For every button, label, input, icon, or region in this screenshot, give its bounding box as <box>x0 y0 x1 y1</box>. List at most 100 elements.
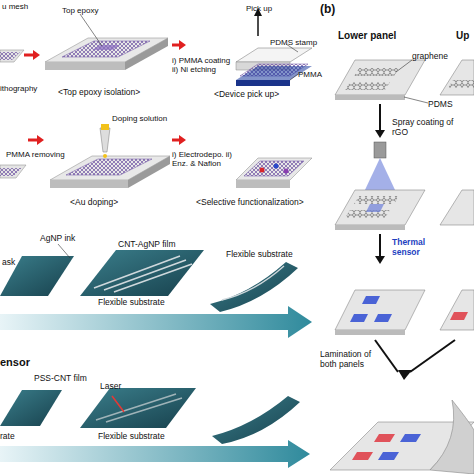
figure-label: Lamination of both panels <box>320 350 382 369</box>
top-epoxy <box>92 45 120 50</box>
pipette-tip <box>101 124 109 130</box>
au-mesh <box>66 159 152 175</box>
figure-label: Flexible substrate <box>98 298 165 308</box>
figure-label: graphene <box>412 52 448 62</box>
flexible-sheet <box>80 250 204 296</box>
substrate-slab <box>236 158 312 180</box>
figure-label: CNT-AgNP film <box>118 240 175 250</box>
cnt-agnp-electrode <box>94 256 192 292</box>
process-stage: Doping solution <Au doping> <box>44 112 172 212</box>
leader-line <box>58 244 70 258</box>
arrow-shaft <box>172 44 180 47</box>
arrow-head <box>33 50 40 60</box>
rgo-layer <box>366 204 384 212</box>
lower-panel <box>335 190 425 225</box>
flexible-sheet <box>80 388 196 428</box>
leader-line <box>404 97 428 103</box>
au-mesh <box>0 168 22 176</box>
step-arrow <box>379 104 381 132</box>
edge-label: i) PMMA coating ii) Ni etching <box>172 56 236 74</box>
arrow-shaft <box>28 139 38 142</box>
bent-sheet <box>210 262 298 312</box>
part-label: PMMA <box>298 70 322 79</box>
stage-caption: <Top epoxy isolation> <box>58 88 140 97</box>
slab-side <box>45 62 125 70</box>
au-mesh <box>0 52 20 60</box>
arrow-shaft <box>172 139 180 142</box>
process-arrow <box>28 135 44 145</box>
upper-panel <box>440 60 474 95</box>
thermal-sensor <box>352 452 373 460</box>
process-arrow <box>0 440 310 468</box>
lower-panel <box>335 290 425 330</box>
rgo-spray <box>364 158 396 192</box>
process-arrow <box>172 135 186 145</box>
flexible-sheet <box>0 256 74 296</box>
process-arrow <box>0 306 312 338</box>
process-arrow <box>24 50 40 60</box>
graphene-strip <box>354 68 399 76</box>
peeling-sheet <box>430 400 474 474</box>
thermal-sensor <box>350 314 368 322</box>
panel-side <box>335 330 405 335</box>
figure-label: Flexible substrate <box>98 432 165 442</box>
upper-panel <box>440 190 474 225</box>
arrow-head <box>398 370 412 380</box>
edge-label: i) Electrodepo. ii) Enz. & Nafion <box>172 150 236 168</box>
arrow-shaft <box>24 54 34 57</box>
arrow-head <box>37 135 44 145</box>
step-arrow <box>379 234 381 258</box>
thermal-sensor <box>374 314 392 322</box>
thermal-sensor <box>362 296 380 304</box>
spray-nozzle <box>374 142 386 158</box>
process-arrow <box>172 40 186 50</box>
process-stage: PMMA removing <box>0 112 28 212</box>
graphene-strip <box>354 196 399 204</box>
figure-label: Laser <box>100 382 121 392</box>
part-label: PMMA removing <box>6 150 65 159</box>
thermal-sensor <box>374 434 395 442</box>
leader-line <box>80 14 102 46</box>
substrate-slab <box>0 165 26 178</box>
stage-caption: <Selective functionalization> <box>196 198 304 207</box>
figure-label: Thermal sensor <box>392 238 452 257</box>
figure-label: ask <box>2 258 15 268</box>
part-label: Top epoxy <box>62 6 98 15</box>
pdms-stamp <box>236 48 312 62</box>
part-label: PDMS stamp <box>270 38 317 47</box>
stage-caption: <Au doping> <box>70 198 118 207</box>
arrow-head <box>179 40 186 50</box>
part-label: Doping solution <box>112 114 167 123</box>
pedot-cnt-electrode <box>96 394 182 422</box>
thermal-sensor <box>378 452 399 460</box>
figure-label: PDMS <box>428 100 453 110</box>
figure-label: ensor <box>0 356 30 368</box>
lower-panel <box>335 60 425 95</box>
figure-label: (b) <box>320 3 335 16</box>
laser-beam <box>112 396 124 412</box>
pmma-side <box>236 80 290 86</box>
pick-up-arrow <box>257 14 259 36</box>
figure-label: Lower panel <box>338 30 396 41</box>
figure-label: Spray coating of rGO <box>392 118 466 137</box>
functional-site <box>260 168 265 173</box>
graphene-strip <box>345 82 390 90</box>
cnt-agnp-electrode <box>222 266 284 300</box>
functional-site <box>274 164 279 169</box>
slab-side <box>236 180 290 188</box>
substrate-slab <box>0 50 24 62</box>
part-label: u mesh <box>2 2 28 11</box>
graphene-strip <box>448 80 474 88</box>
process-stage: u meshithography <box>0 0 24 100</box>
leader-line <box>290 74 298 80</box>
figure-label: AgNP ink <box>40 234 75 244</box>
figure-label: PSS-CNT film <box>34 374 87 384</box>
au-mesh <box>62 41 150 57</box>
slab-side <box>50 180 128 188</box>
functional-site <box>284 169 289 174</box>
step-arrow <box>410 340 455 372</box>
pipette <box>100 128 110 152</box>
doping-drop <box>103 154 107 158</box>
